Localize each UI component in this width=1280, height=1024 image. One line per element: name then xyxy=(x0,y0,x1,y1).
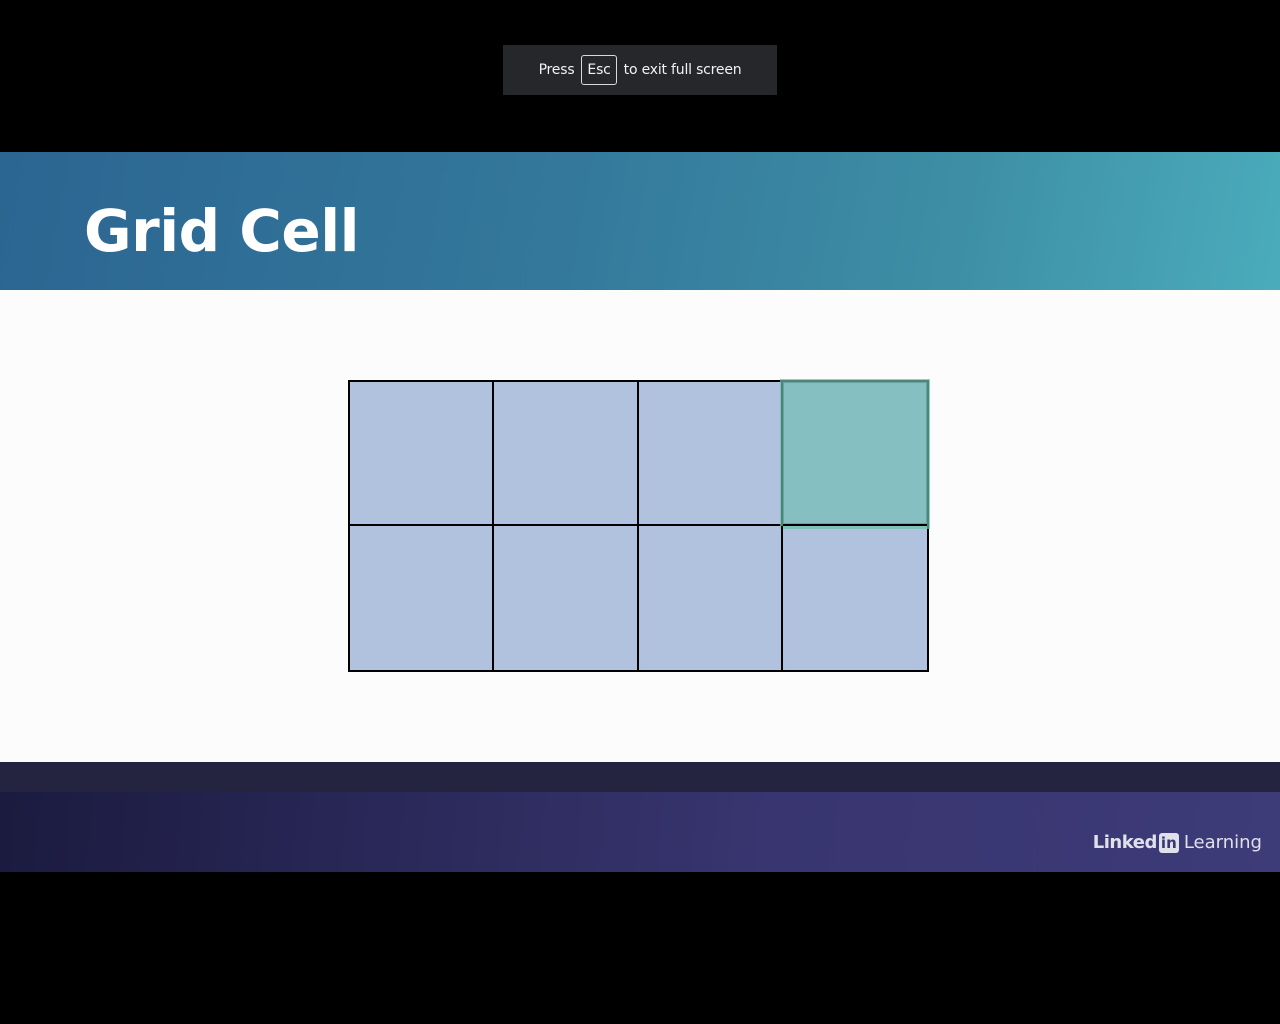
grid-diagram xyxy=(348,379,931,672)
slide-header: Grid Cell xyxy=(0,152,1280,290)
grid-cell xyxy=(350,382,495,526)
slide-footer-band xyxy=(0,762,1280,792)
notice-prefix: Press xyxy=(538,62,575,78)
grid-cell xyxy=(783,526,927,670)
grid-cell-highlighted xyxy=(779,379,931,529)
linkedin-learning-logo: Linked in Learning xyxy=(1093,832,1262,853)
grid-cell xyxy=(350,526,495,670)
slide-title: Grid Cell xyxy=(84,197,359,265)
grid-cell xyxy=(639,526,783,670)
notice-suffix: to exit full screen xyxy=(623,62,742,78)
brand-learning: Learning xyxy=(1183,832,1262,853)
esc-key-hint: Esc xyxy=(581,55,617,85)
grid-cell xyxy=(638,382,783,526)
grid-cell xyxy=(494,526,639,670)
exit-fullscreen-notice: Press Esc to exit full screen xyxy=(503,45,777,95)
brand-linked: Linked xyxy=(1092,832,1158,853)
slide-footer: Linked in Learning xyxy=(0,792,1280,872)
slide-body xyxy=(0,290,1280,762)
linkedin-in-icon: in xyxy=(1158,832,1179,853)
grid-cell xyxy=(494,382,639,526)
